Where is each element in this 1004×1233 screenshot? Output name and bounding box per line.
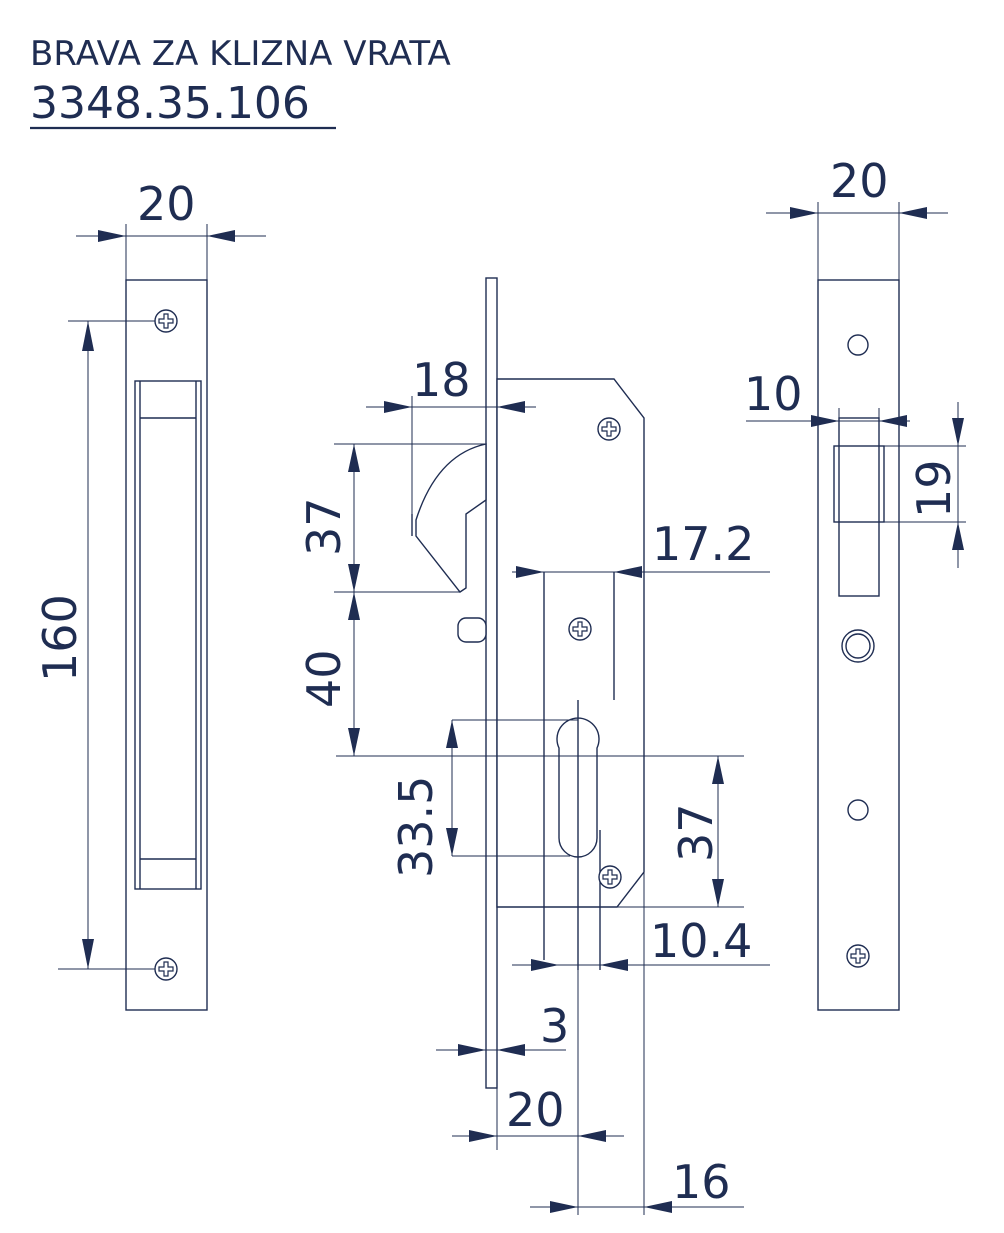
strike-plate-view: 20 160 xyxy=(33,177,266,1011)
latch-pin xyxy=(457,617,487,643)
faceplate xyxy=(485,277,498,1089)
screw-phillips-icon xyxy=(568,617,592,641)
screw-phillips-icon xyxy=(846,944,870,968)
dim-mid-16: 16 xyxy=(672,1155,731,1209)
product-code: 3348.35.106 xyxy=(30,78,310,129)
dim-left-width: 20 xyxy=(137,177,196,231)
drawing-title: BRAVA ZA KLIZNA VRATA xyxy=(30,34,451,74)
screw-phillips-icon xyxy=(154,957,178,981)
screw-phillips-icon xyxy=(598,865,622,889)
dim-mid-33-5: 33.5 xyxy=(389,776,443,878)
dim-mid-37-bottom: 37 xyxy=(669,803,723,862)
hook-bolt xyxy=(415,443,487,593)
dim-mid-37-top: 37 xyxy=(297,497,351,556)
dim-mid-40: 40 xyxy=(297,649,351,708)
dim-mid-3: 3 xyxy=(540,999,569,1053)
bolt-hook-face xyxy=(833,445,885,523)
strike-plate-outline xyxy=(125,279,208,1011)
round-hole-icon xyxy=(847,334,869,356)
lock-front-view: 20 10 19 xyxy=(744,154,966,1011)
lock-body-view: 18 37 40 17.2 33.5 37 xyxy=(297,277,770,1215)
dim-mid-10-4: 10.4 xyxy=(650,914,752,968)
strike-plate-slot xyxy=(134,380,202,890)
round-hole-icon xyxy=(847,799,869,821)
dim-left-height: 160 xyxy=(33,594,87,682)
dim-mid-18: 18 xyxy=(412,353,471,407)
screw-phillips-icon xyxy=(154,309,178,333)
dim-right-width: 20 xyxy=(830,154,889,208)
dim-mid-17-2: 17.2 xyxy=(652,517,754,571)
dim-right-19: 19 xyxy=(907,459,961,518)
dim-right-10: 10 xyxy=(744,367,803,421)
dim-mid-20: 20 xyxy=(506,1083,565,1137)
screw-phillips-icon xyxy=(597,417,621,441)
cylinder-ring-icon xyxy=(841,629,875,663)
